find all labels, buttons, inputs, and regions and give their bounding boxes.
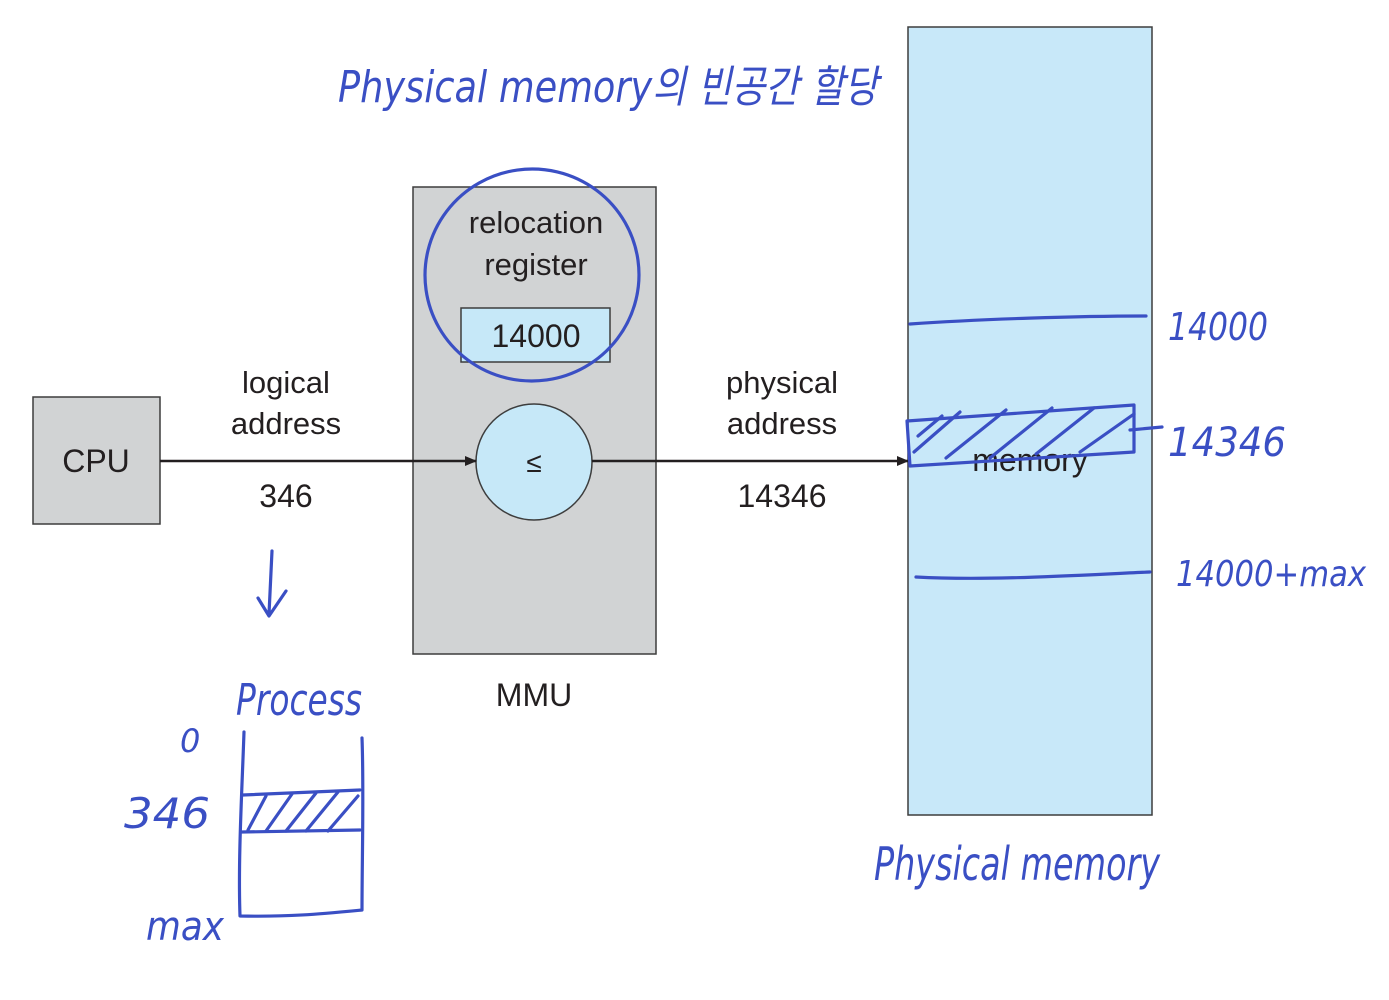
relocation-register-value: 14000 [492,318,581,354]
logical-address-label-line2: address [231,406,341,441]
relocation-register-circle [423,167,641,383]
logical-address-value: 346 [259,478,312,514]
memory-target-tick [1128,425,1164,432]
process-box [237,730,365,918]
mmu-label: MMU [496,677,572,713]
memory-target-hatching [912,406,1136,460]
logical-address-label-line1: logical [242,365,330,400]
process-offset-label: 346 [124,789,210,838]
memory-base-label: 14000 [1168,305,1268,349]
physical-memory-block [907,26,1153,816]
adder-symbol: ≤ [526,447,541,478]
physical-address-label-line1: physical [726,365,838,400]
cpu-box [32,396,161,525]
process-zero-label: 0 [180,722,200,760]
memory-target-label: 14346 [1168,420,1286,466]
process-label: Process [236,675,362,726]
process-offset-region [240,788,362,834]
relocation-register-box [460,307,611,363]
memory-target-region [905,403,1136,468]
physical-address-value: 14346 [738,478,827,514]
memory-limit-label: 14000+max [1176,554,1367,595]
process-down-arrow [256,549,288,618]
physical-address-label-line2: address [727,406,837,441]
cpu-label: CPU [62,443,130,479]
physical-memory-caption: Physical memory [874,837,1161,891]
memory-limit-line [914,570,1152,580]
relocation-register-label-line2: register [484,247,587,282]
handwritten-top-note: Physical memory의 빈공간 할당 [338,62,883,113]
memory-base-line [908,314,1148,326]
process-max-label: max [146,904,224,950]
relocation-register-label-line1: relocation [469,205,603,240]
process-offset-hatching [246,790,360,833]
